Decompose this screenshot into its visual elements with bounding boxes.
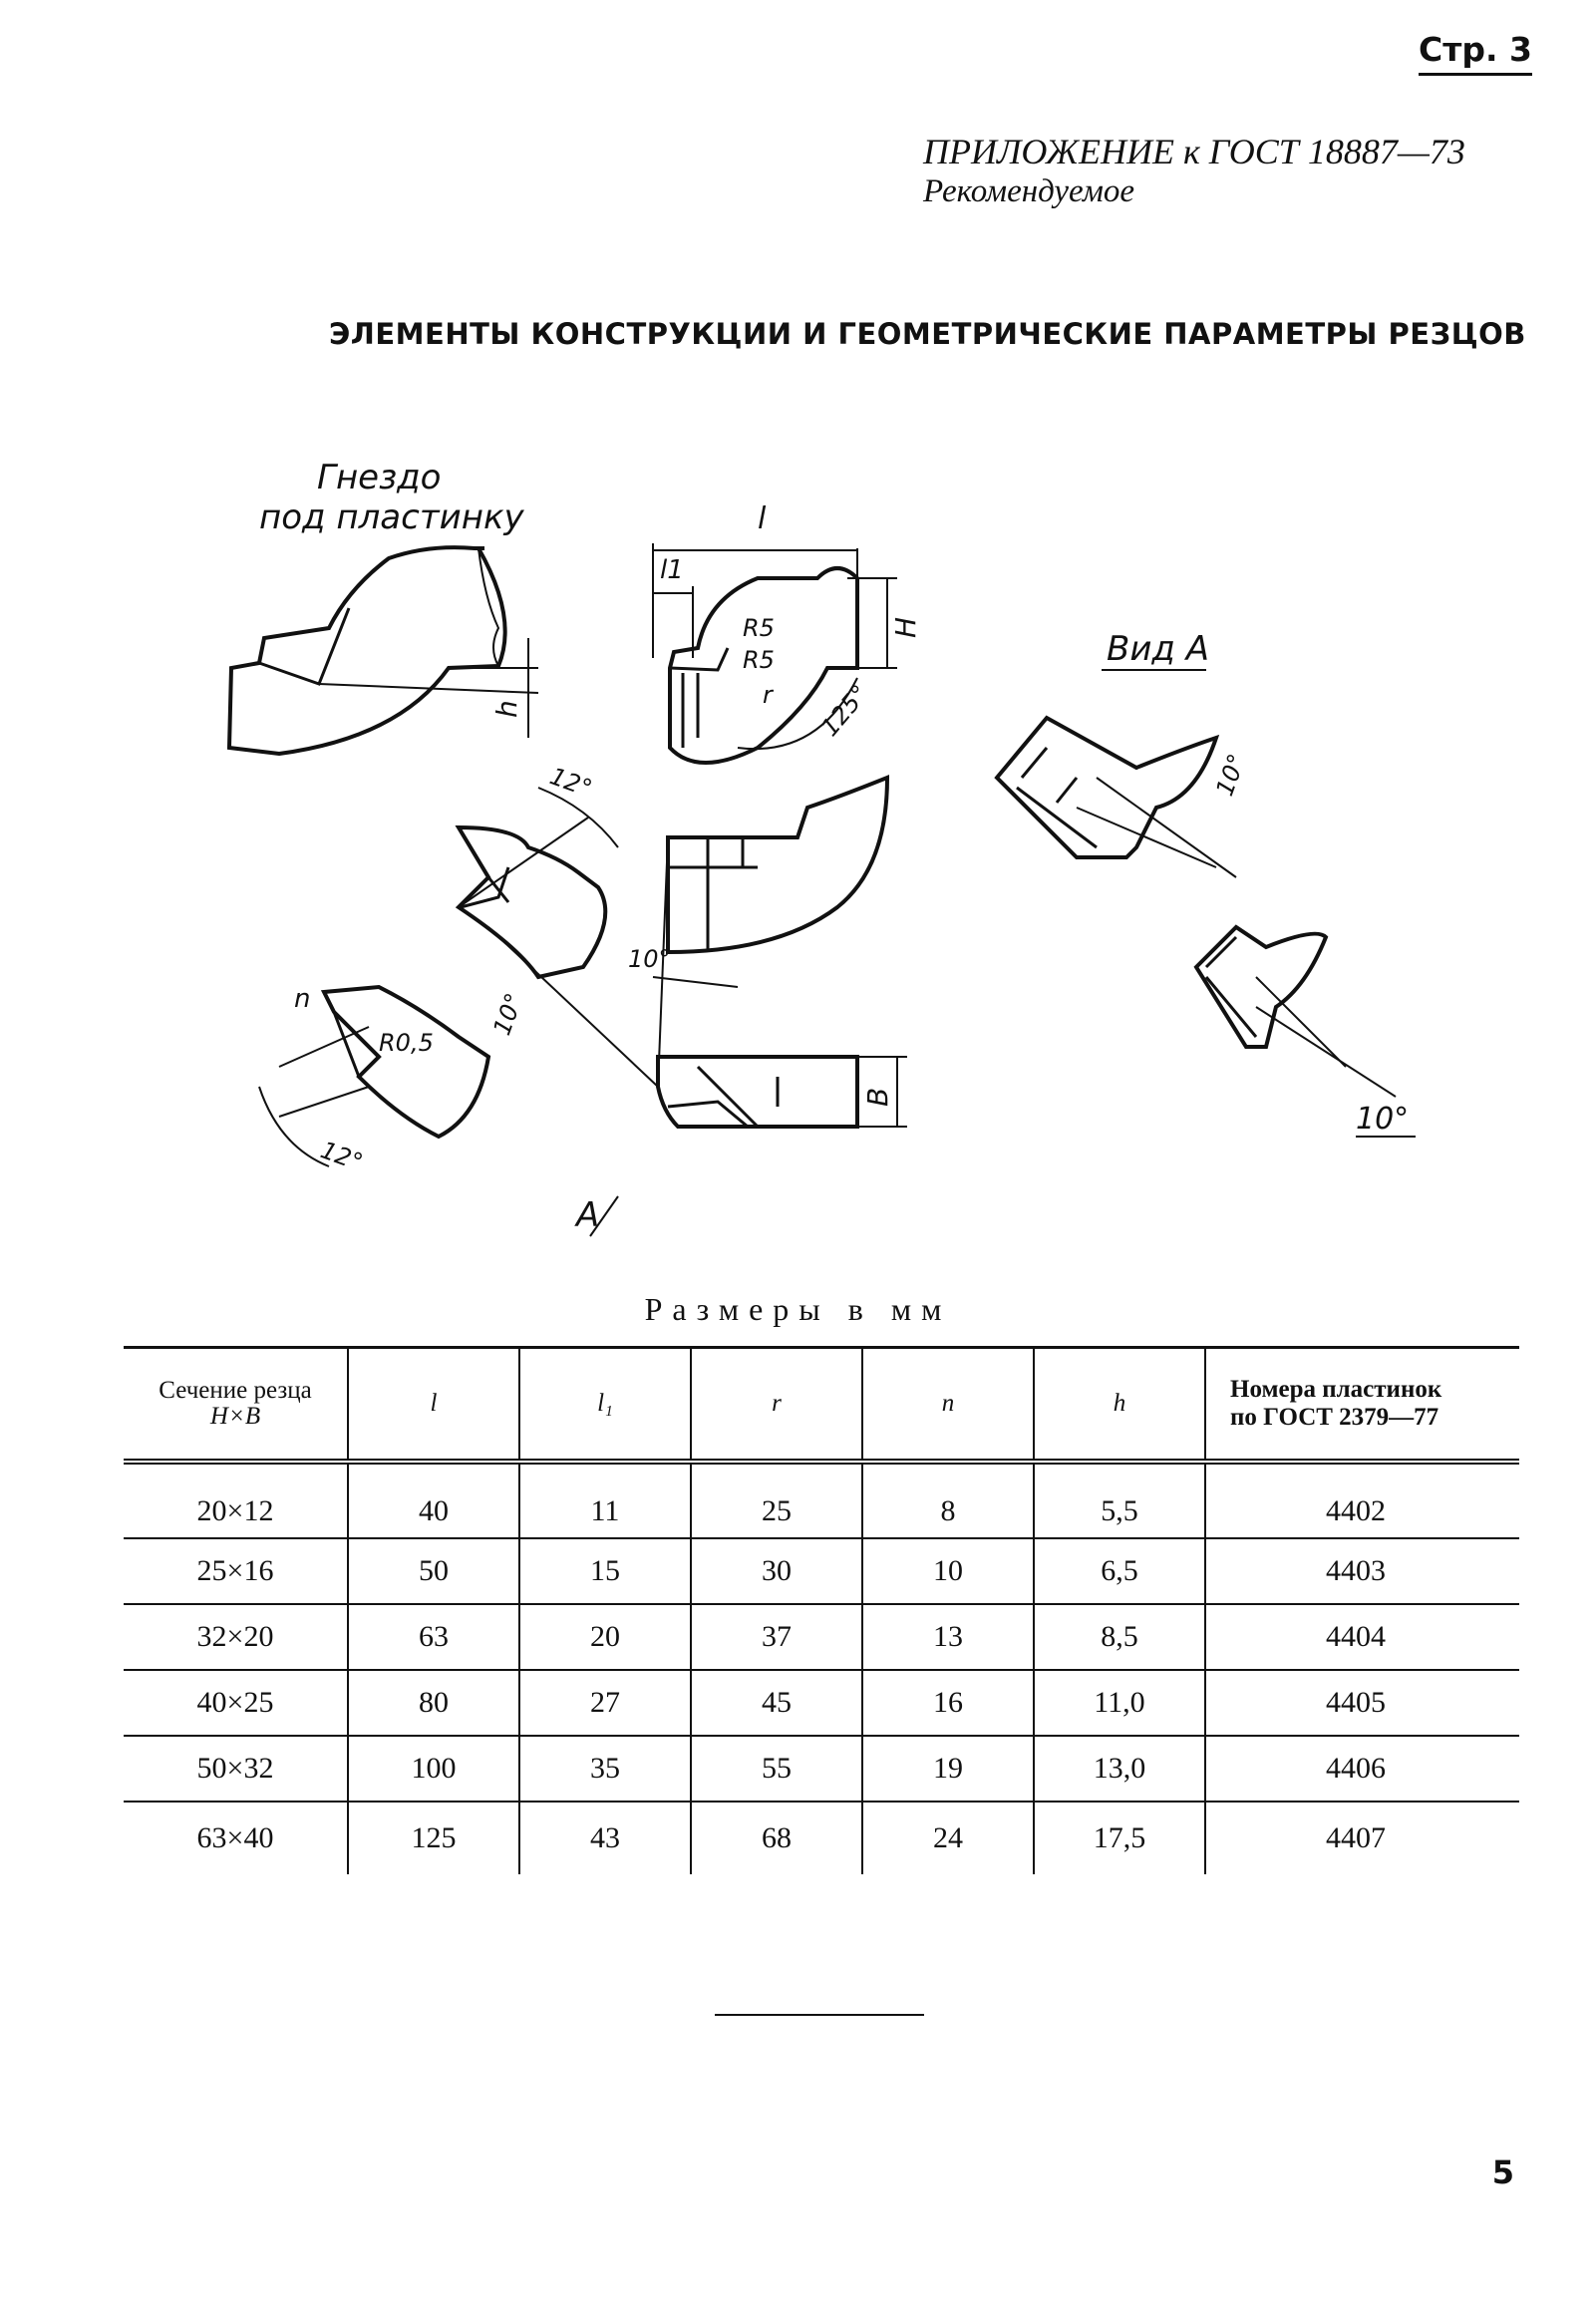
table-cell: 125 — [347, 1802, 519, 1874]
cutter-drawing: Гнездо под пластинку h l l1 R5 R5 r H 12… — [226, 458, 1416, 1237]
table-cell: 80 — [347, 1670, 519, 1737]
col-section-line1: Сечение резца — [159, 1377, 312, 1404]
col-n: n — [861, 1346, 1034, 1465]
label-r: r — [763, 681, 775, 709]
table-cell: 43 — [518, 1802, 691, 1874]
dimensions-table: Сечение резца H×B l l₁ r n h Номера плас… — [124, 1346, 1519, 1874]
table-cell: 19 — [861, 1736, 1034, 1803]
table-cell: 25 — [690, 1462, 862, 1539]
table-cell: 45 — [690, 1670, 862, 1737]
table-cell: 100 — [347, 1736, 519, 1803]
label-10-left: 10° — [487, 989, 528, 1039]
label-socket-2: под пластинку — [259, 497, 525, 537]
label-R5-a: R5 — [743, 614, 775, 642]
table-cell: 40×25 — [124, 1670, 348, 1737]
label-10-view: 10° — [1210, 750, 1251, 800]
label-R5-b: R5 — [743, 646, 775, 674]
table-cell: 16 — [861, 1670, 1034, 1737]
appendix-status: Рекомендуемое — [923, 173, 1135, 209]
appendix-title: ПРИЛОЖЕНИЕ к ГОСТ 18887—73 — [923, 132, 1465, 171]
col-r: r — [690, 1346, 862, 1465]
side-view: 10° — [1193, 924, 1416, 1138]
table-cell: 32×20 — [124, 1604, 348, 1671]
label-R05: R0,5 — [379, 1029, 434, 1057]
table-cell: 20×12 — [124, 1462, 348, 1539]
table-cell: 4405 — [1204, 1670, 1519, 1737]
table-cell: 55 — [690, 1736, 862, 1803]
table-cell: 17,5 — [1033, 1802, 1205, 1874]
table-cell: 37 — [690, 1604, 862, 1671]
label-10-mid: 10° — [628, 945, 671, 973]
table-cell: 8 — [861, 1462, 1034, 1539]
table-cell: 68 — [690, 1802, 862, 1874]
appendix-note: ПРИЛОЖЕНИЕ к ГОСТ 18887—73 Рекомендуемое — [923, 132, 1465, 211]
rake-view: 10° — [628, 775, 890, 1088]
table-cell: 4407 — [1204, 1802, 1519, 1874]
table-cell: 10 — [861, 1538, 1034, 1605]
label-125: 125° — [815, 680, 874, 742]
table-cell: 35 — [518, 1736, 691, 1803]
label-H: H — [889, 617, 922, 638]
table-cell: 5,5 — [1033, 1462, 1205, 1539]
label-10-right: 10° — [1356, 1102, 1409, 1137]
table-cell: 4402 — [1204, 1462, 1519, 1539]
table-cell: 6,5 — [1033, 1538, 1205, 1605]
label-h: h — [490, 700, 523, 718]
col-plates-line1: Номера пластинок — [1230, 1376, 1442, 1403]
label-12-bottom: 12° — [317, 1136, 367, 1176]
table-cell: 13,0 — [1033, 1736, 1205, 1803]
col-l1: l₁ — [518, 1346, 691, 1465]
view-a: 10° — [994, 715, 1251, 878]
col-section-line2: H×B — [209, 1403, 261, 1430]
label-n: n — [294, 984, 310, 1014]
table-header-row: Сечение резца H×B l l₁ r n h Номера плас… — [124, 1346, 1519, 1465]
col-h: h — [1033, 1346, 1205, 1465]
label-12-top: 12° — [546, 762, 596, 803]
table-cell: 40 — [347, 1462, 519, 1539]
col-plates: Номера пластинок по ГОСТ 2379—77 — [1204, 1346, 1519, 1465]
socket-view: Гнездо под пластинку h — [226, 458, 539, 757]
table-cell: 4406 — [1204, 1736, 1519, 1803]
label-B: B — [861, 1088, 894, 1107]
table-cell: 15 — [518, 1538, 691, 1605]
main-view: l l1 R5 R5 r H 125° — [652, 501, 922, 765]
label-socket-1: Гнездо — [317, 458, 441, 497]
section-title: ЭЛЕМЕНТЫ КОНСТРУКЦИИ И ГЕОМЕТРИЧЕСКИЕ ПА… — [329, 317, 1526, 351]
plan-view: B A — [487, 926, 907, 1237]
table-cell: 20 — [518, 1604, 691, 1671]
table-cell: 30 — [690, 1538, 862, 1605]
chamfer-view: n R0,5 12° — [258, 984, 491, 1176]
page-number: 5 — [1491, 2153, 1514, 2191]
label-l1: l1 — [660, 555, 684, 585]
table-cell: 50×32 — [124, 1736, 348, 1803]
page-reference: Стр. 3 — [1419, 30, 1532, 76]
clearance-view: 12° 10° — [455, 762, 619, 1039]
table-cell: 24 — [861, 1802, 1034, 1874]
table-cell: 63 — [347, 1604, 519, 1671]
table-cell: 8,5 — [1033, 1604, 1205, 1671]
table-cell: 50 — [347, 1538, 519, 1605]
table-cell: 11,0 — [1033, 1670, 1205, 1737]
label-view-a: Вид А — [1107, 629, 1209, 669]
table-cell: 25×16 — [124, 1538, 348, 1605]
table-cell: 4404 — [1204, 1604, 1519, 1671]
col-plates-line2: по ГОСТ 2379—77 — [1230, 1404, 1439, 1431]
label-l: l — [758, 501, 767, 536]
table-cell: 13 — [861, 1604, 1034, 1671]
table-cell: 4403 — [1204, 1538, 1519, 1605]
end-rule — [715, 2014, 924, 2016]
units-caption: Размеры в мм — [644, 1291, 952, 1327]
col-l: l — [347, 1346, 519, 1465]
table-cell: 27 — [518, 1670, 691, 1737]
table-cell: 11 — [518, 1462, 691, 1539]
col-section: Сечение резца H×B — [124, 1346, 348, 1465]
table-cell: 63×40 — [196, 1821, 274, 1854]
